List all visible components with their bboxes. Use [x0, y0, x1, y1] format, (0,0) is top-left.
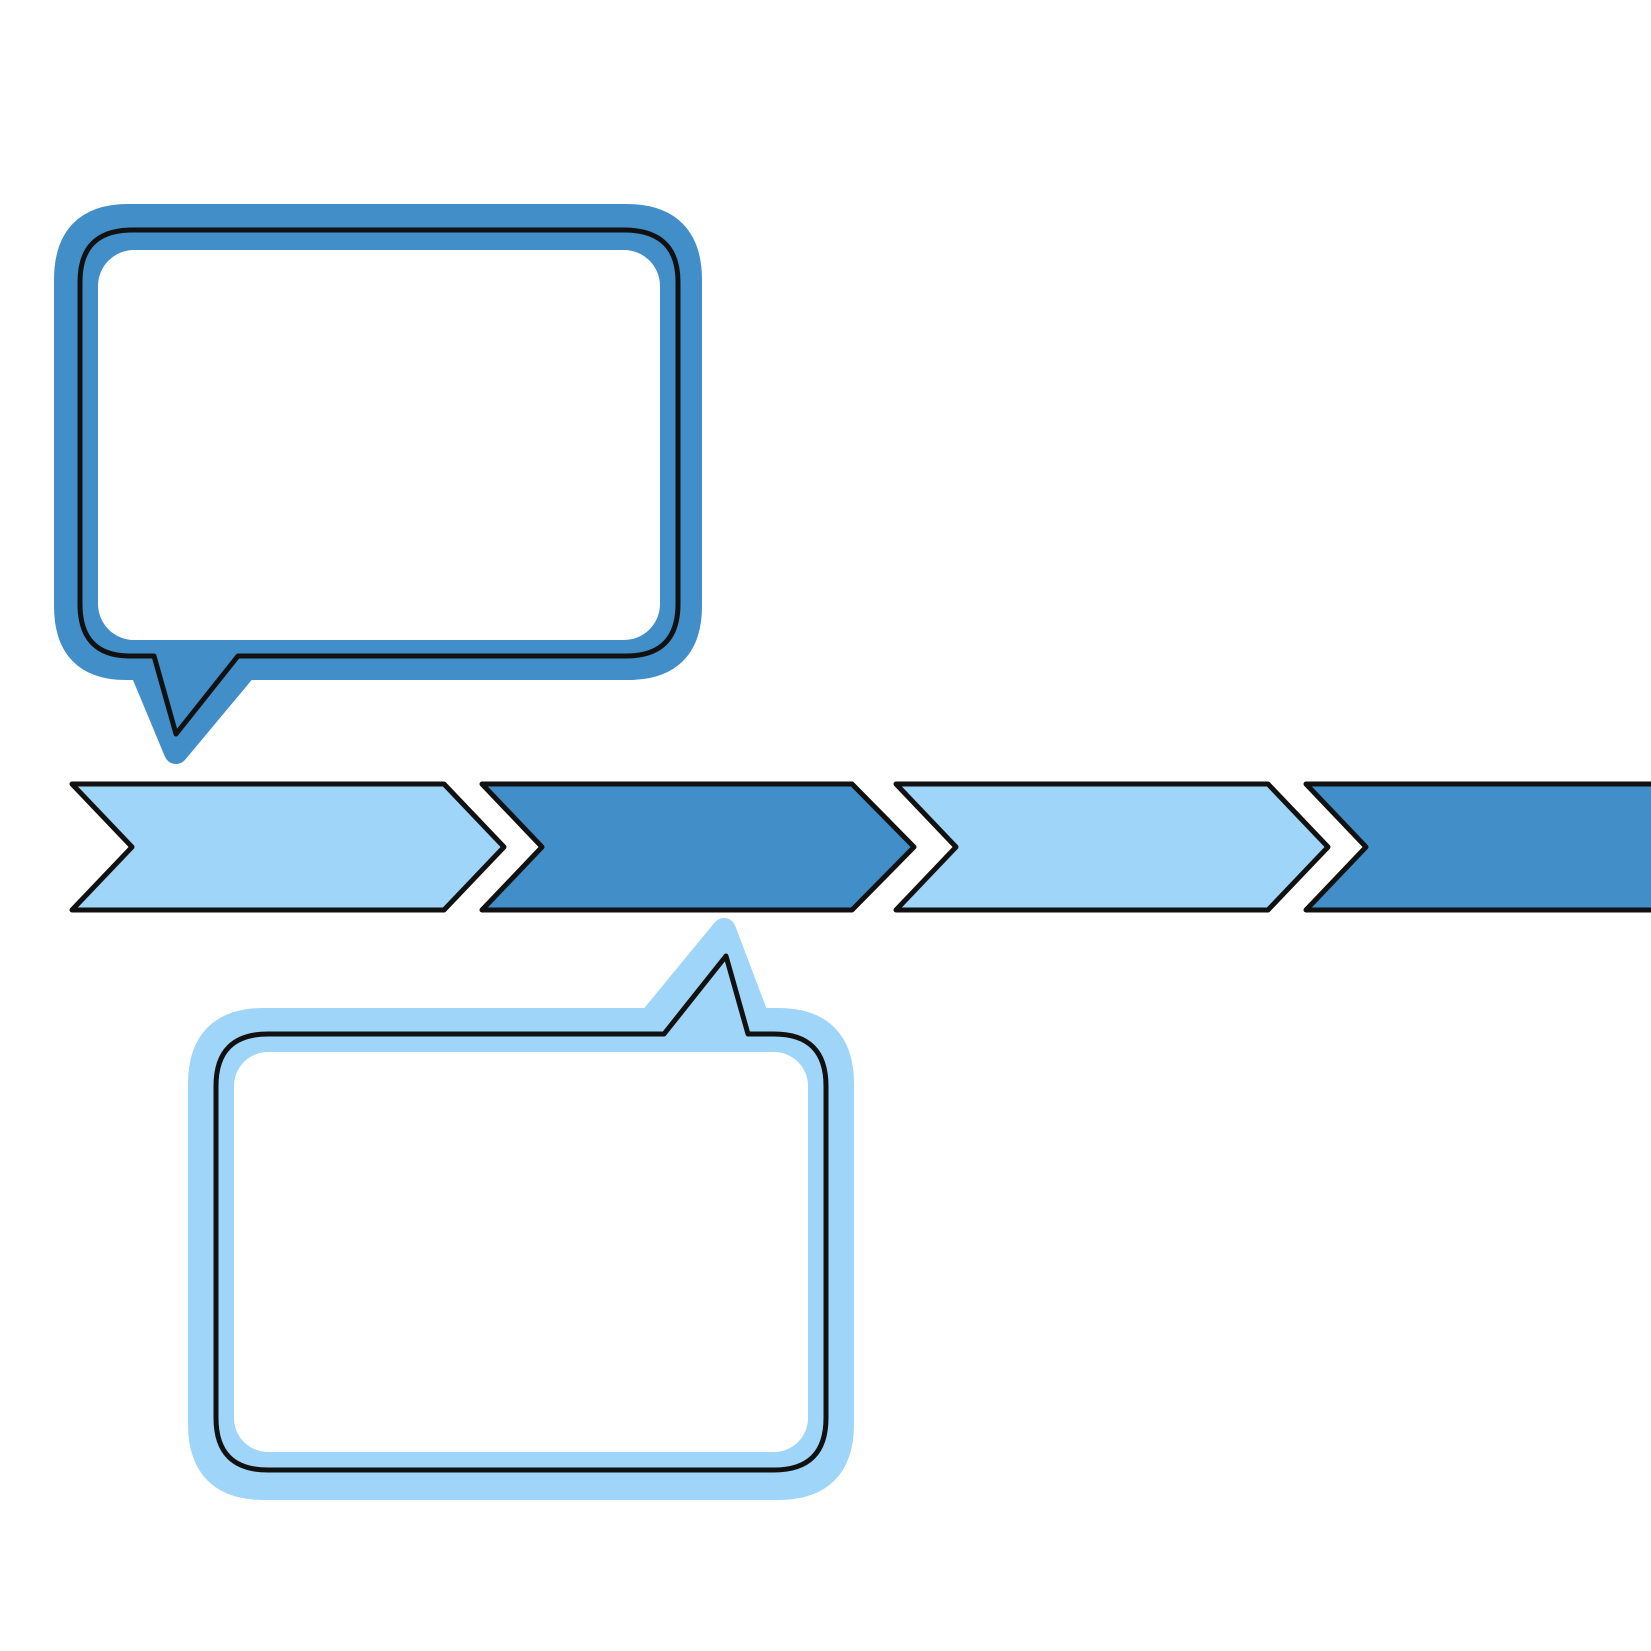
timeline-segment-4 — [1306, 784, 1651, 910]
timeline-segment-4-outline — [1303, 781, 1651, 913]
speech-bubble-bottom-body — [234, 1052, 808, 1452]
speech-bubble-top-outline — [77, 227, 681, 737]
speech-bubble-top-body — [98, 250, 660, 640]
speech-bubble-bottom — [188, 918, 854, 1500]
timeline-segment-2 — [479, 781, 917, 913]
timeline-bar — [69, 781, 1651, 913]
timeline-segment-1 — [69, 781, 507, 913]
speech-bubble-bottom-outline — [213, 953, 829, 1473]
timeline-segment-3 — [893, 781, 1331, 913]
speech-bubble-top — [54, 204, 702, 764]
